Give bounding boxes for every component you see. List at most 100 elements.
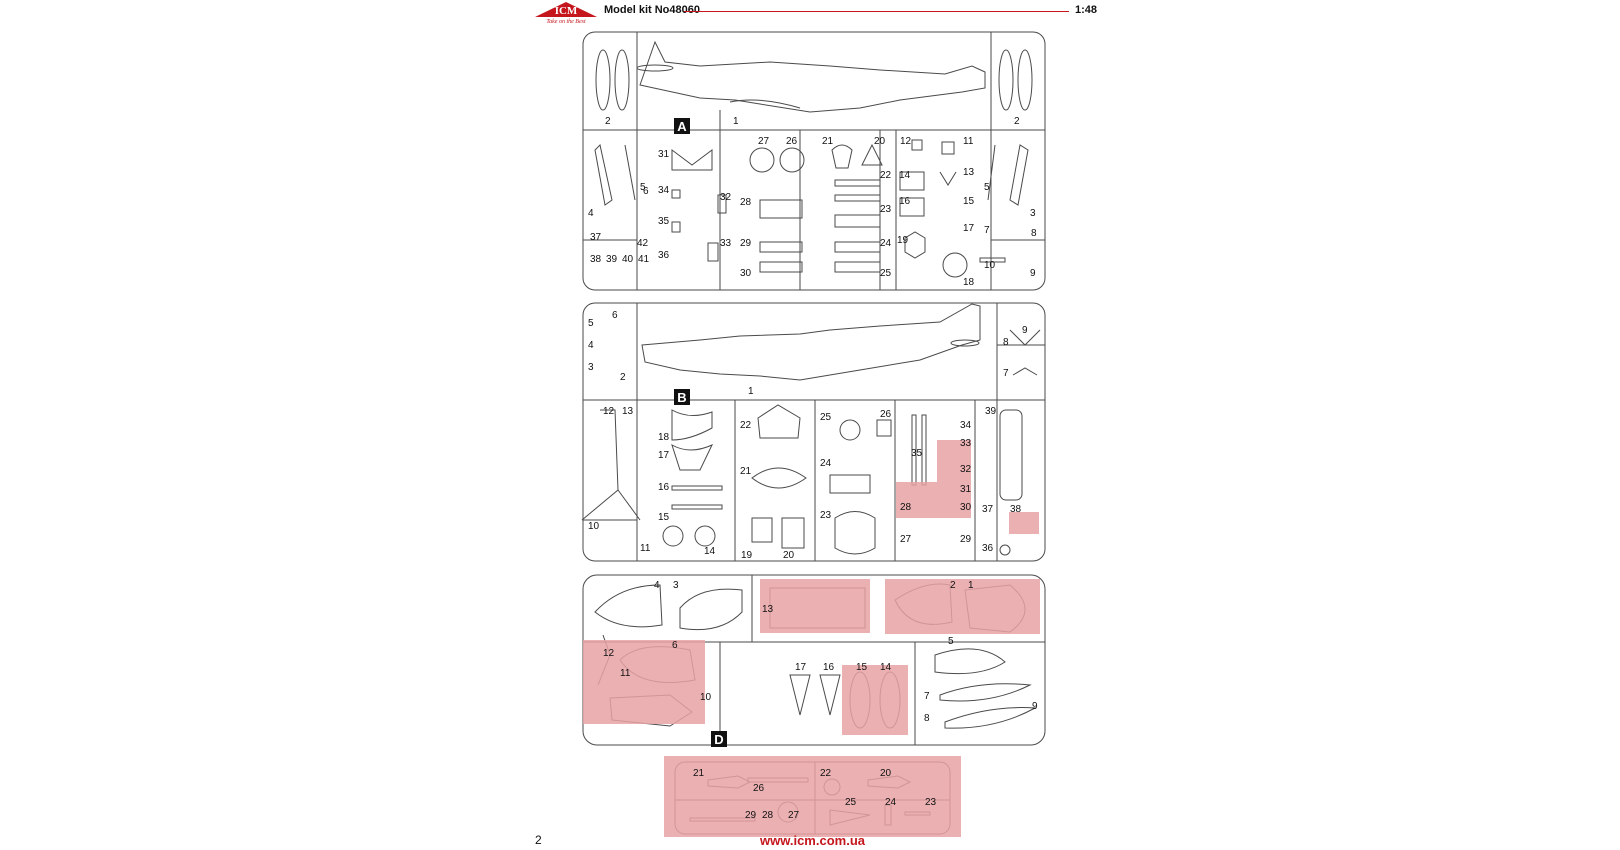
part-label: 8 <box>1031 228 1037 239</box>
part-label: 37 <box>590 232 602 243</box>
sprue-b-part-36 <box>999 544 1011 556</box>
sprue-b-frame <box>582 302 1046 562</box>
sprue-b-fuselage <box>641 303 981 381</box>
part-label: 2 <box>950 580 956 591</box>
part-label: 9 <box>1022 325 1028 336</box>
part-label: 20 <box>874 136 886 147</box>
part-label: 7 <box>924 691 930 702</box>
part-label: 5 <box>984 182 990 193</box>
part-label: 29 <box>740 238 752 249</box>
sprue-c-highlight-14-15 <box>842 665 908 735</box>
part-label: 30 <box>960 502 972 513</box>
sprue-b-part-18 <box>671 409 713 441</box>
part-label: 13 <box>963 167 975 178</box>
part-label: 4 <box>654 580 660 591</box>
part-label: 22 <box>820 768 832 779</box>
sprue-a-frame-part-32 <box>671 149 713 171</box>
part-label: 35 <box>658 216 670 227</box>
sprue-a-part-19 <box>942 252 968 278</box>
part-label: 28 <box>762 810 774 821</box>
sprue-a-frame <box>582 31 1046 291</box>
part-label: 16 <box>899 196 911 207</box>
sprue-c-part-16 <box>819 674 841 716</box>
part-label: 35 <box>911 448 923 459</box>
part-label: 33 <box>960 438 972 449</box>
part-label: 36 <box>658 250 670 261</box>
sprue-c-part-3 <box>679 588 743 631</box>
sprue-b-part-35b <box>921 414 927 486</box>
part-label: 12 <box>900 136 912 147</box>
part-label: 24 <box>880 238 892 249</box>
part-label: 10 <box>984 260 996 271</box>
sprue-d-highlight <box>664 756 961 837</box>
sprue-b-part-26 <box>876 419 892 437</box>
sprue-a-brace-right <box>987 144 996 201</box>
sprue-b-part-12-13 <box>581 409 641 521</box>
part-label: 40 <box>622 254 634 265</box>
sprue-c-part-5 <box>934 648 1006 675</box>
sprue-a-part-15 <box>899 171 925 191</box>
sprue-b-wheel-right <box>694 525 716 547</box>
part-label: 26 <box>753 783 765 794</box>
part-label: 3 <box>1030 208 1036 219</box>
logo-tagline: Take on the Best <box>546 19 586 25</box>
part-label: 34 <box>658 185 670 196</box>
sprue-a-propeller-blade-left-2 <box>614 49 630 111</box>
part-label: 37 <box>982 504 994 515</box>
part-label: 14 <box>899 170 911 181</box>
part-label: 17 <box>658 450 670 461</box>
sprue-b-part-8-7 <box>1009 329 1041 376</box>
sprue-a-part-35 <box>671 189 681 199</box>
sprue-a-part-28 <box>749 147 775 173</box>
part-label: 6 <box>612 310 618 321</box>
part-label: 8 <box>1003 337 1009 348</box>
kit-title: Model kit No48060 <box>604 4 700 16</box>
sprue-b-wheel-left <box>662 525 684 547</box>
part-label: 36 <box>982 543 994 554</box>
part-label: 25 <box>845 797 857 808</box>
sprue-b-exhaust <box>950 339 980 347</box>
part-label: 21 <box>822 136 834 147</box>
sprue-a-part-13 <box>911 139 923 151</box>
part-label: 2 <box>1014 116 1020 127</box>
logo-text: ICM <box>554 5 578 17</box>
part-label: 2 <box>620 372 626 383</box>
sprue-a-part-14 <box>939 171 957 186</box>
part-label: 27 <box>900 534 912 545</box>
part-label: 4 <box>588 340 594 351</box>
part-label: 31 <box>960 484 972 495</box>
sprue-b-part-17 <box>671 443 714 471</box>
sprue-d-tag: D <box>711 731 727 747</box>
part-label: 39 <box>606 254 618 265</box>
sprue-a-part-26 <box>834 261 881 273</box>
sprue-c-part-17 <box>789 674 811 716</box>
sprue-a-part-21 <box>861 143 883 166</box>
part-label: 1 <box>748 386 754 397</box>
part-label: 18 <box>658 432 670 443</box>
sprue-b-part-21 <box>751 467 807 489</box>
sprue-b-letter: B <box>677 390 686 405</box>
part-label: 6 <box>672 640 678 651</box>
part-label: 19 <box>741 550 753 561</box>
sprue-c-highlight-1-2 <box>885 579 1040 634</box>
sprue-b-tag: B <box>674 389 690 405</box>
part-label: 6 <box>643 186 649 197</box>
sprue-a-letter: A <box>677 119 687 134</box>
sprue-a-fuselage <box>639 40 986 113</box>
part-label: 7 <box>1003 368 1009 379</box>
sprue-b-part-19 <box>751 517 773 543</box>
part-label: 29 <box>745 810 757 821</box>
part-label: 23 <box>820 510 832 521</box>
part-label: 25 <box>880 268 892 279</box>
sprue-a-part-27 <box>779 147 805 173</box>
part-label: 25 <box>820 412 832 423</box>
sprue-a-exhaust <box>636 64 674 72</box>
part-label: 26 <box>880 409 892 420</box>
website-link[interactable]: www.icm.com.ua <box>760 833 865 848</box>
part-label: 15 <box>963 196 975 207</box>
sprue-c-highlight-6-10-11-12 <box>583 640 705 724</box>
part-label: 16 <box>823 662 835 673</box>
part-label: 31 <box>658 149 670 160</box>
header-divider <box>684 11 1069 12</box>
part-label: 10 <box>700 692 712 703</box>
